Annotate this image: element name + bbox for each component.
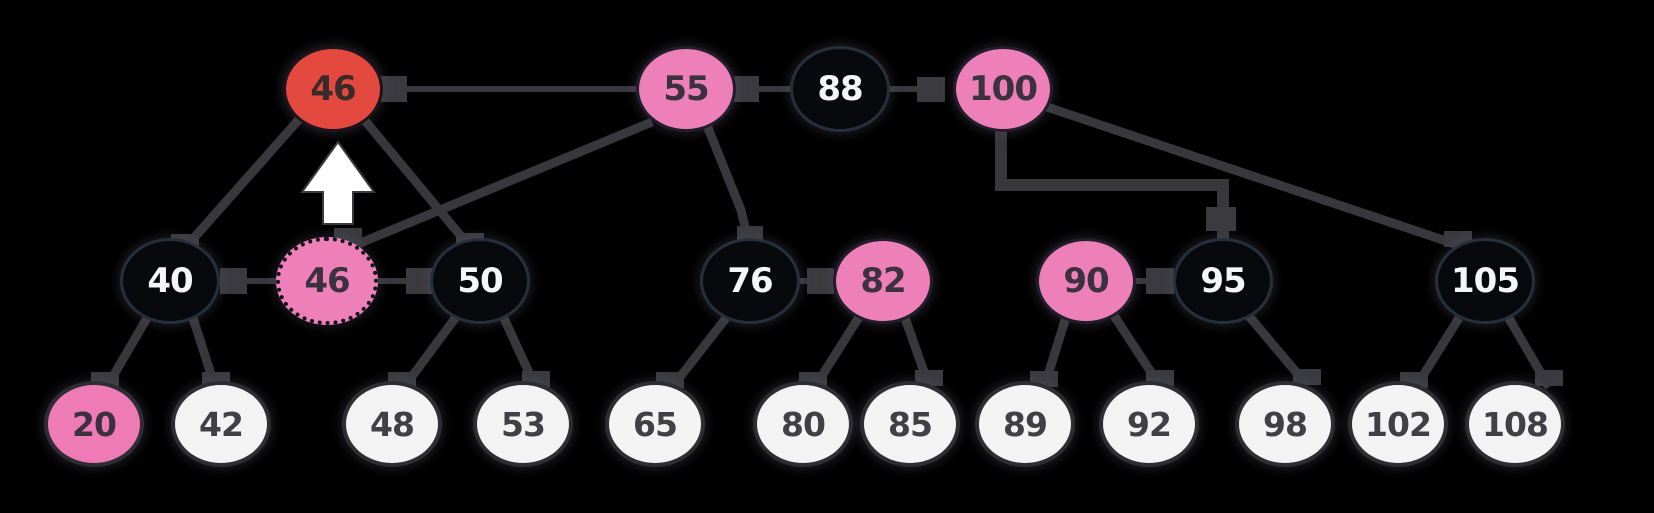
node-leaf-20: 20 bbox=[44, 381, 144, 467]
node-82: 82 bbox=[833, 238, 933, 324]
edge-root46-40 bbox=[181, 113, 306, 251]
node-root-55: 55 bbox=[636, 46, 736, 132]
node-leaf-53: 53 bbox=[473, 381, 573, 467]
arrowhead bbox=[381, 76, 407, 102]
node-leaf-98: 98 bbox=[1235, 381, 1335, 467]
node-leaf-89: 89 bbox=[975, 381, 1075, 467]
up-arrow-icon bbox=[300, 140, 376, 225]
arrowhead bbox=[1293, 369, 1321, 385]
node-46-split: 46 bbox=[276, 237, 378, 325]
edge-100-95 bbox=[995, 128, 1229, 243]
node-40: 40 bbox=[120, 238, 220, 324]
node-50: 50 bbox=[430, 238, 530, 324]
edge-55-mid46 bbox=[344, 117, 654, 254]
edge-100-105 bbox=[1045, 102, 1460, 250]
edge-root46-50 bbox=[358, 114, 474, 250]
node-leaf-85: 85 bbox=[860, 381, 960, 467]
arrowhead bbox=[1206, 207, 1236, 231]
node-leaf-108: 108 bbox=[1465, 381, 1565, 467]
node-leaf-65: 65 bbox=[605, 381, 705, 467]
node-95: 95 bbox=[1173, 238, 1273, 324]
node-root-88: 88 bbox=[790, 46, 890, 132]
node-105: 105 bbox=[1435, 238, 1535, 324]
arrowhead bbox=[220, 268, 247, 294]
arrowhead bbox=[917, 77, 945, 102]
node-90: 90 bbox=[1036, 238, 1136, 324]
node-leaf-80: 80 bbox=[753, 381, 853, 467]
node-root-46: 46 bbox=[283, 46, 383, 132]
node-leaf-92: 92 bbox=[1099, 381, 1199, 467]
arrowhead bbox=[733, 76, 759, 102]
node-leaf-42: 42 bbox=[171, 381, 271, 467]
node-root-100: 100 bbox=[953, 46, 1053, 132]
arrowhead bbox=[1146, 268, 1174, 294]
node-76: 76 bbox=[700, 238, 800, 324]
arrowhead bbox=[406, 268, 433, 294]
arrowhead bbox=[1535, 370, 1563, 386]
node-leaf-48: 48 bbox=[342, 381, 442, 467]
node-leaf-102: 102 bbox=[1348, 381, 1448, 467]
arrowhead bbox=[807, 268, 834, 294]
